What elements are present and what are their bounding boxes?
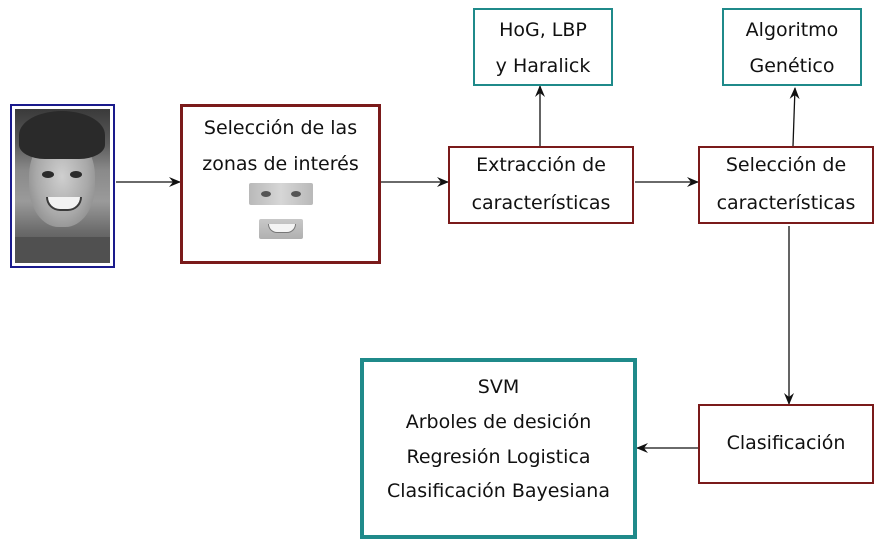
eyes-crop-thumbnail: [248, 182, 313, 205]
selection-line-2: características: [716, 191, 856, 214]
features-line-2: y Haralick: [495, 54, 591, 77]
method-logistic-regression: Regresión Logistica: [406, 445, 591, 468]
method-bayesian-classification: Clasificación Bayesiana: [387, 480, 610, 503]
genetic-line-1: Algoritmo: [745, 19, 839, 41]
genetic-algorithm-box: Algoritmo Genético: [722, 8, 862, 86]
hog-lbp-haralick-box: HoG, LBP y Haralick: [473, 8, 613, 86]
face-photo-image: [15, 109, 110, 263]
classification-label: Clasificación: [726, 432, 846, 455]
selection-line-1: Selección de: [725, 154, 847, 176]
classifier-methods-box: SVM Arboles de desición Regresión Logist…: [360, 358, 637, 539]
feature-selection-box: Selección de características: [698, 146, 874, 224]
features-line-1: HoG, LBP: [499, 19, 587, 41]
method-svm: SVM: [477, 376, 520, 398]
zones-line-2: zonas de interés: [202, 152, 359, 175]
arrow-selection-to-genetic: [789, 87, 800, 147]
zones-of-interest-box: Selección de las zonas de interés: [180, 104, 381, 264]
face-photo: [10, 104, 115, 268]
classification-box: Clasificación: [698, 404, 874, 484]
mouth-crop-thumbnail: [258, 218, 303, 239]
feature-extraction-box: Extracción de características: [448, 146, 634, 224]
extraction-line-1: Extracción de: [476, 154, 606, 176]
method-decision-trees: Arboles de desición: [405, 410, 592, 433]
zones-line-1: Selección de las: [203, 117, 358, 139]
genetic-line-2: Genético: [749, 54, 835, 77]
extraction-line-2: características: [471, 191, 611, 214]
